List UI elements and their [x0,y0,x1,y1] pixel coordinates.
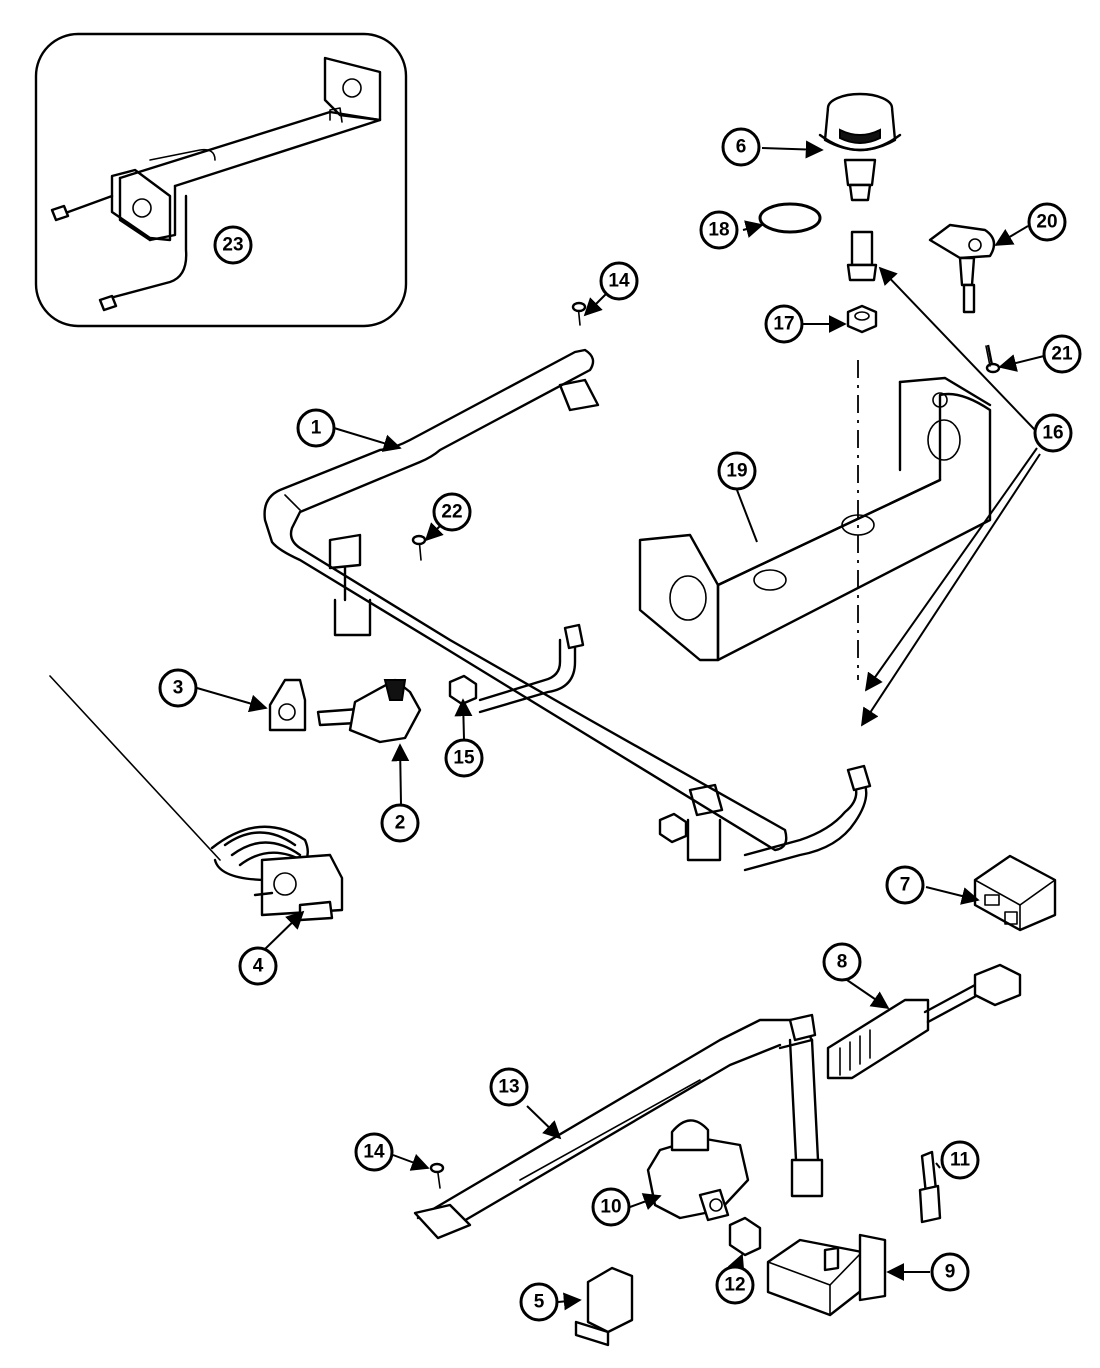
callout-12: 12 [715,1265,755,1305]
burner-tube [413,1013,824,1240]
callout-19: 19 [717,451,757,491]
svg-text:15: 15 [453,748,475,769]
callout-17: 17 [764,304,804,344]
callout-7: 7 [885,865,925,905]
screw-14-bottom [429,1162,445,1189]
manifold-pipe [263,348,872,872]
svg-text:9: 9 [945,1262,956,1283]
callout-16: 16 [1033,413,1073,453]
valve-bracket [316,678,422,744]
svg-text:3: 3 [173,678,184,699]
svg-text:19: 19 [726,461,747,482]
elbow-fitting [728,1216,762,1257]
screw-21 [985,344,1001,374]
screw-22 [411,534,427,561]
callout-6: 6 [721,127,761,167]
clip-part-3 [268,678,307,732]
callout-10: 10 [591,1187,631,1227]
callout-14-top: 14 [599,261,639,301]
screw-14-top [571,301,587,326]
svg-text:23: 23 [222,235,243,256]
callout-5: 5 [519,1282,559,1322]
svg-text:12: 12 [724,1275,745,1296]
pressure-regulator [646,1119,750,1222]
callout-20: 20 [1027,202,1067,242]
svg-text:17: 17 [773,314,794,335]
svg-text:22: 22 [441,502,462,523]
svg-text:10: 10 [600,1197,621,1218]
pin-fitting [918,1150,942,1224]
svg-text:1: 1 [311,418,322,439]
hex-nut [846,304,878,334]
svg-text:16: 16 [1042,423,1063,444]
svg-text:5: 5 [534,1292,545,1313]
callout-15: 15 [444,738,484,778]
callout-8: 8 [822,942,862,982]
callout-18: 18 [699,210,739,250]
burner-head [818,92,902,202]
callout-21: 21 [1042,334,1082,374]
thermostat [49,675,344,922]
terminal-block [973,854,1057,932]
callout-4: 4 [238,946,278,986]
burner-bracket [638,376,992,662]
svg-text:21: 21 [1051,344,1073,365]
orifice-fitting [846,230,878,282]
svg-text:6: 6 [736,137,747,158]
small-bracket [574,1266,634,1347]
svg-text:13: 13 [498,1077,519,1098]
callout-23: 23 [213,225,253,265]
svg-text:4: 4 [253,956,264,977]
svg-text:8: 8 [837,952,848,973]
igniter [928,223,996,314]
callout-11: 11 [940,1140,980,1180]
callout-14-bottom: 14 [354,1132,394,1172]
svg-text:14: 14 [363,1142,385,1163]
callout-1: 1 [296,408,336,448]
svg-text:7: 7 [900,875,911,896]
svg-text:11: 11 [950,1150,971,1171]
callout-13: 13 [489,1067,529,1107]
svg-text:18: 18 [708,220,729,241]
svg-text:20: 20 [1036,212,1057,233]
spark-module [826,963,1022,1080]
inset-panel [34,32,408,328]
svg-text:14: 14 [608,271,630,292]
callout-2: 2 [380,803,420,843]
callout-9: 9 [930,1252,970,1292]
callout-3: 3 [158,668,198,708]
svg-text:2: 2 [395,813,406,834]
leader-lines [196,140,1045,1311]
junction-box [766,1233,887,1317]
callout-22: 22 [432,492,472,532]
o-ring [758,202,822,234]
